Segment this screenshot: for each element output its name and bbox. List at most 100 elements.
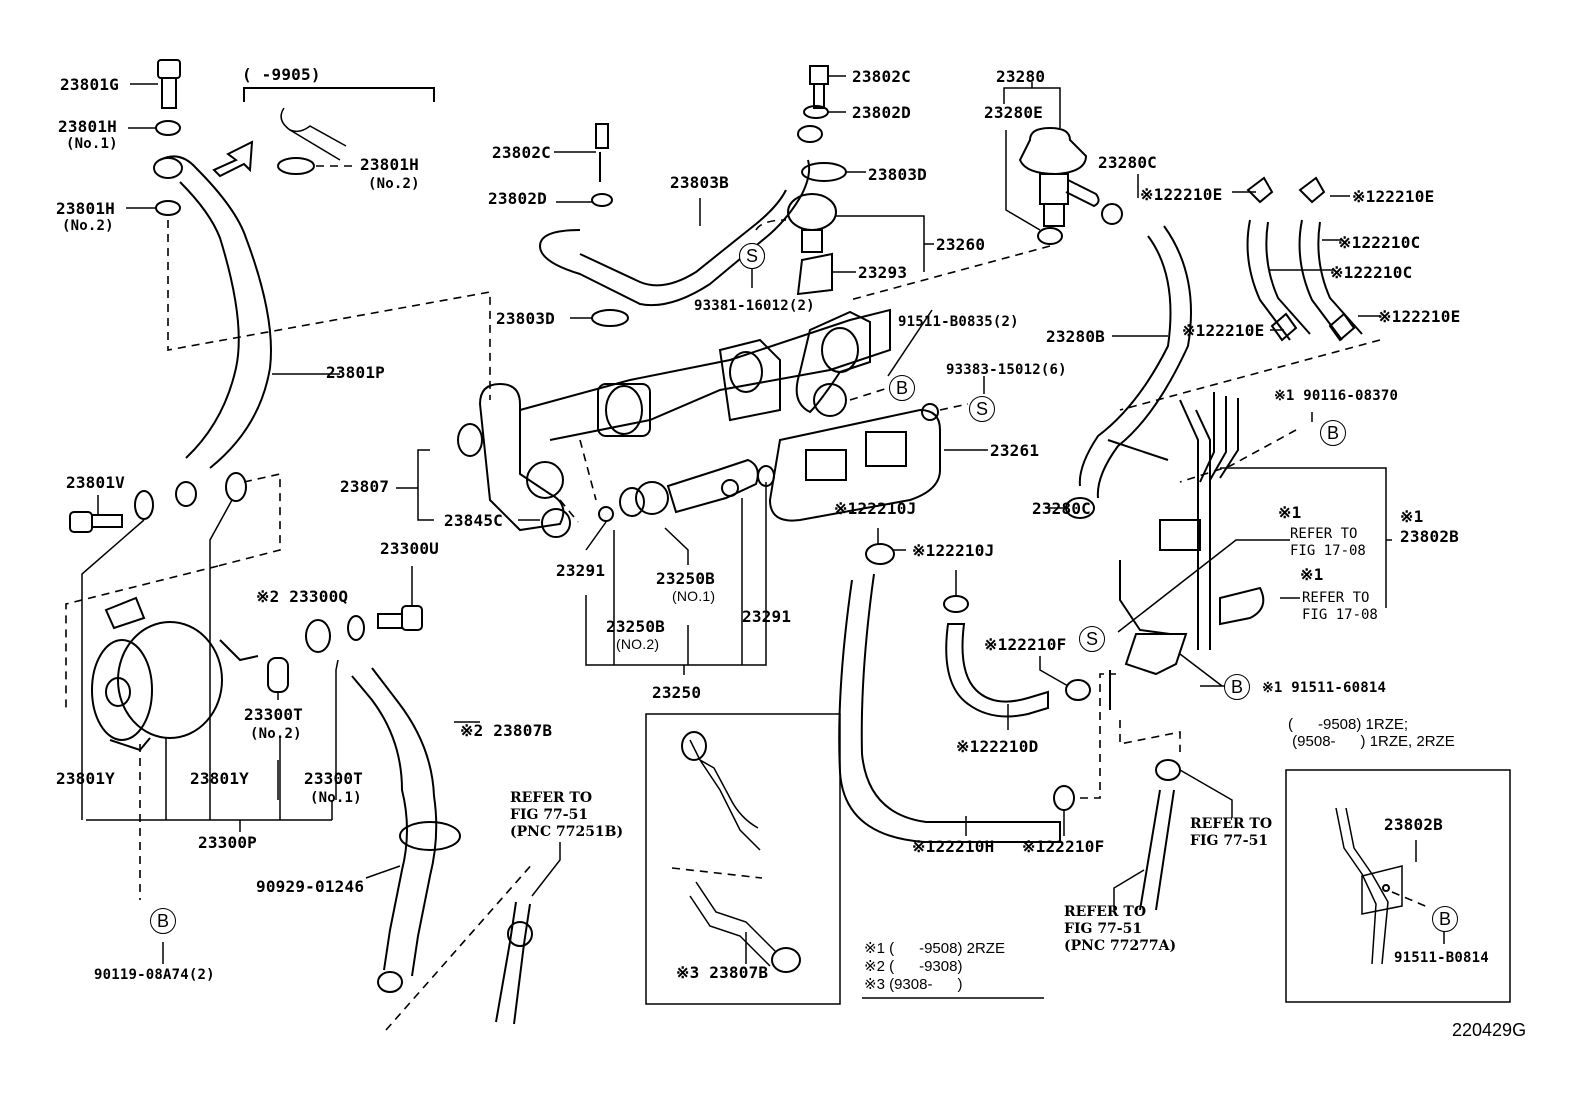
part-label-23300Q: ※2 23300Q	[256, 587, 349, 606]
fuel-rail-23807	[457, 308, 891, 532]
part-label-122210F-b: ※122210F	[1022, 837, 1105, 856]
part-sub-23300T-no2: (No.2)	[250, 726, 302, 742]
part-label-23801H-no2-left: 23801H	[56, 199, 115, 218]
part-label-90119-08A74: 90119-08A74(2)	[94, 967, 215, 983]
part-label-23280C-bottom: 23280C	[1032, 499, 1091, 518]
refer-fig-77-51: REFER TO FIG 77-51	[1190, 816, 1273, 849]
inset-box-23807B	[645, 713, 841, 1005]
footnote-2: ※2 ( -9308)	[864, 958, 963, 975]
part-label-23250: 23250	[652, 683, 702, 702]
note-mark-1-a: ※1	[1278, 503, 1302, 522]
part-label-23260: 23260	[936, 235, 986, 254]
part-label-122210E-b: ※122210E	[1352, 187, 1435, 206]
part-label-23803D-mid: 23803D	[496, 309, 555, 328]
footnote-3: ※3 (9308- )	[864, 976, 963, 993]
part-label-23261: 23261	[990, 441, 1040, 460]
part-label-23801P: 23801P	[326, 363, 385, 382]
part-label-91511-60814: ※1 91511-60814	[1262, 680, 1387, 696]
part-label-93381-16012: 93381-16012(2)	[694, 298, 815, 314]
part-label-23801Y-left: 23801Y	[56, 769, 115, 788]
part-label-23280B: 23280B	[1046, 327, 1105, 346]
date-range-top: ( -9905)	[242, 65, 321, 84]
part-label-23293: 23293	[858, 263, 908, 282]
part-label-23250B-no2: 23250B	[606, 617, 665, 636]
sealant-symbol-s: S	[739, 243, 765, 269]
banjo-bolt-23801G	[130, 59, 181, 109]
part-label-23801V: 23801V	[66, 473, 125, 492]
bolt-symbol-b: B	[889, 375, 915, 401]
figure-id: 220429G	[1452, 1020, 1527, 1040]
part-label-23802C-left: 23802C	[492, 143, 551, 162]
washer-no2	[155, 200, 181, 216]
part-label-23802C-top: 23802C	[852, 67, 911, 86]
refer-fig-17-08-b: REFER TO FIG 17-08	[1302, 590, 1378, 623]
part-label-122210F-a: ※122210F	[984, 635, 1067, 654]
part-sub-23300T-no1: (No.1)	[310, 790, 362, 806]
part-label-23801G: 23801G	[60, 75, 119, 94]
footnote-1: ※1 ( -9508) 2RZE	[864, 940, 1005, 957]
part-label-23845C: 23845C	[444, 511, 503, 530]
part-label-122210E-c: ※122210E	[1182, 321, 1265, 340]
injector-23250	[598, 458, 775, 522]
bolt-symbol-b: B	[150, 908, 176, 934]
part-label-122210C-a: ※122210C	[1338, 233, 1421, 252]
refer-fig-77-51-pnc-77277a: REFER TO FIG 77-51 (PNC 77277A)	[1064, 904, 1177, 954]
part-label-23807B-inset: ※3 23807B	[676, 963, 769, 982]
part-label-23801Y-right: 23801Y	[190, 769, 249, 788]
part-label-23802D-top: 23802D	[852, 103, 911, 122]
inset-box-23802B	[1285, 769, 1511, 1003]
note-mark-1-b: ※1	[1300, 565, 1324, 584]
part-label-23280: 23280	[996, 67, 1046, 86]
part-label-23807: 23807	[340, 477, 390, 496]
part-label-23801H-no2-right: 23801H	[360, 155, 419, 174]
part-label-23291-right: 23291	[742, 607, 792, 626]
part-label-122210E-d: ※122210E	[1378, 307, 1461, 326]
washer-no1	[155, 120, 181, 136]
part-label-23300P: 23300P	[198, 833, 257, 852]
sealant-symbol-s: S	[1079, 626, 1105, 652]
sealant-symbol-s: S	[969, 396, 995, 422]
bolt-23801V	[69, 495, 123, 533]
bolt-symbol-b: B	[1432, 906, 1458, 932]
part-label-91511-B0814: 91511-B0814	[1394, 950, 1489, 966]
part-label-122210H: ※122210H	[912, 837, 995, 856]
part-label-23807B-upper: ※2 23807B	[460, 721, 553, 740]
part-label-122210D: ※122210D	[956, 737, 1039, 756]
part-label-90116-08370: ※1 90116-08370	[1274, 388, 1399, 404]
part-label-90929-01246: 90929-01246	[256, 877, 365, 896]
part-label-23802B-inset: 23802B	[1384, 815, 1443, 834]
part-label-23300U: 23300U	[380, 539, 439, 558]
inset-caption: ( -9508) 1RZE; (9508- ) 1RZE, 2RZE	[1288, 716, 1455, 750]
part-label-23801H-no1: 23801H	[58, 117, 117, 136]
part-label-122210J-a: ※122210J	[834, 499, 917, 518]
part-sub-no2-left: (No.2)	[62, 218, 114, 234]
part-label-23802D-left: 23802D	[488, 189, 547, 208]
part-label-23300T-no1: 23300T	[304, 769, 363, 788]
refer-fig-17-08-a: REFER TO FIG 17-08	[1290, 526, 1366, 559]
part-label-122210E-a: ※122210E	[1140, 185, 1223, 204]
note-mark-23802B: ※1	[1400, 507, 1424, 526]
part-label-91511-B0835: 91511-B0835(2)	[898, 314, 1019, 330]
part-label-23250B-no1: 23250B	[656, 569, 715, 588]
direction-arrow	[212, 140, 254, 178]
fuel-pipe-bundle-23802B	[1107, 392, 1265, 710]
part-sub-no1: (No.1)	[66, 136, 118, 152]
part-label-23803D-top: 23803D	[868, 165, 927, 184]
part-label-23802B: 23802B	[1400, 527, 1459, 546]
part-label-93383-15012: 93383-15012(6)	[946, 362, 1067, 378]
part-sub-23250B-no2: (NO.2)	[616, 636, 660, 652]
part-label-122210C-b: ※122210C	[1330, 263, 1413, 282]
bolt-symbol-b: B	[1320, 420, 1346, 446]
part-sub-no2-right: (No.2)	[368, 176, 420, 192]
part-sub-23250B-no1: (NO.1)	[672, 588, 716, 604]
fuel-pump-body	[91, 596, 259, 752]
date-bracket	[243, 87, 435, 102]
part-label-122210J-b: ※122210J	[912, 541, 995, 560]
part-label-23280C-top: 23280C	[1098, 153, 1157, 172]
pressure-regulator-23280	[1018, 126, 1100, 245]
part-label-23280E: 23280E	[984, 103, 1043, 122]
bolt-symbol-b: B	[1224, 674, 1250, 700]
refer-fig-77-51-pnc-77251b: REFER TO FIG 77-51 (PNC 77251B)	[510, 790, 624, 840]
